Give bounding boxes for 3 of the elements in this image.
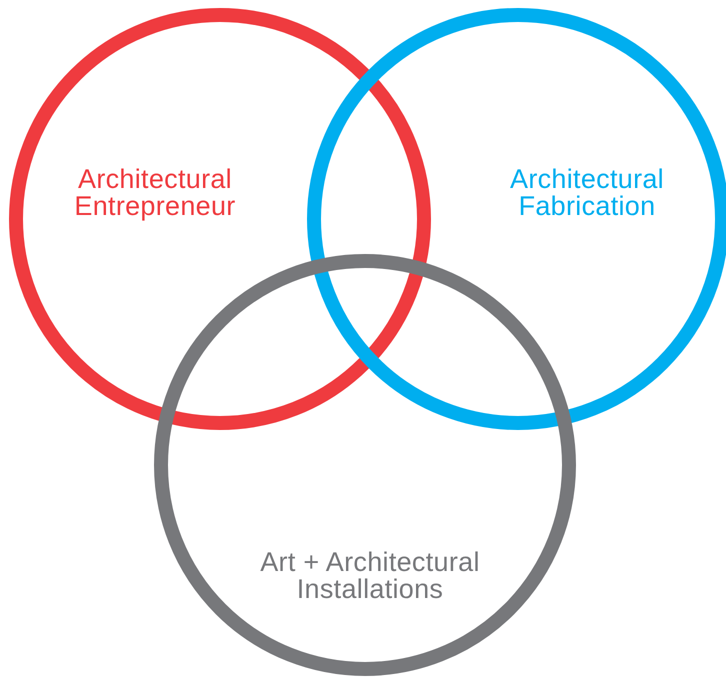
circle-label: Art + Architectural Installations xyxy=(259,549,481,603)
circle-label: Architectural Fabrication xyxy=(509,166,665,220)
circle-label: Architectural Entrepreneur xyxy=(73,166,237,220)
